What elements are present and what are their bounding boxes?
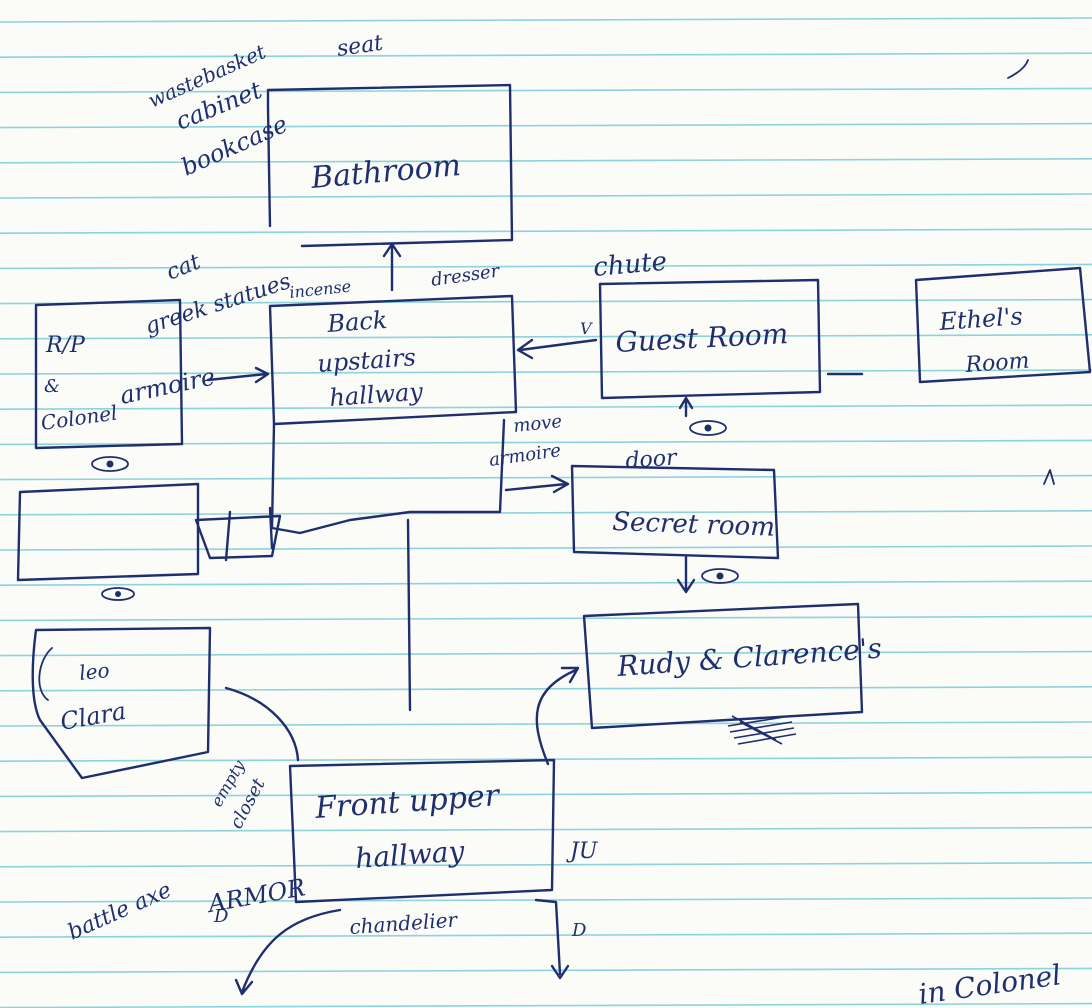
ruled-line — [0, 580, 1092, 587]
note-chandelier: chandelier — [349, 907, 460, 939]
eye-icon — [91, 456, 129, 472]
rp-colonel-label-line2: & — [44, 376, 60, 397]
back-hallway-label-line2: upstairs — [316, 343, 416, 378]
ruled-line — [0, 509, 1092, 516]
arrow-guest-to-back — [516, 338, 598, 360]
front-hallway-box — [288, 758, 556, 904]
ruled-lines — [0, 17, 1092, 1008]
ruled-line — [0, 861, 1092, 868]
bathroom-label: Bathroom — [309, 148, 463, 196]
note-d-right: D — [571, 920, 587, 941]
unlabeled-room-box — [16, 482, 200, 582]
leo-clara-label-line2: Clara — [58, 697, 128, 736]
ruled-line — [0, 87, 1092, 94]
connectors — [194, 242, 864, 996]
margin-mark — [1007, 59, 1029, 79]
ruled-line — [0, 158, 1092, 164]
ruled-line — [0, 228, 1092, 234]
rp-colonel-label-line3: Colonel — [39, 400, 118, 434]
hallway-extension-box — [270, 418, 506, 535]
note-incense: incense — [288, 277, 351, 302]
note-door: door — [625, 445, 679, 474]
ruled-line — [0, 333, 1092, 340]
ethels-room-label-line1: Ethel's — [937, 302, 1023, 336]
ruled-line — [0, 932, 1092, 939]
ruled-line — [0, 52, 1092, 58]
ruled-line — [0, 122, 1092, 129]
front-to-rudy-arrow — [535, 666, 580, 766]
note-armoire: armoire — [117, 362, 217, 409]
central-corridor-line — [406, 518, 412, 712]
note-chute: chute — [592, 247, 668, 283]
secret-room-label: Secret room — [612, 507, 776, 543]
ruled-line — [0, 826, 1092, 833]
ruled-line — [0, 685, 1092, 692]
back-hallway-label-line3: hallway — [328, 377, 424, 411]
ruled-line — [0, 193, 1092, 199]
secret-room-box — [570, 464, 780, 560]
note-d-left: D — [213, 906, 229, 927]
scribbled-out-word — [727, 715, 797, 745]
arrow-down-left — [234, 908, 342, 996]
eye-icon — [701, 568, 739, 584]
note-seat: seat — [335, 31, 384, 62]
ruled-line — [0, 615, 1092, 622]
ruled-line — [0, 967, 1092, 974]
rudy-clarence-label: Rudy & Clarence's — [615, 632, 883, 683]
guest-room-box — [598, 278, 822, 400]
arrow-secret-down — [676, 554, 696, 594]
scribbles — [38, 59, 1055, 745]
back-hallway-label-line1: Back — [325, 306, 388, 338]
note-v: V — [580, 319, 593, 338]
guest-room-label: Guest Room — [615, 317, 789, 359]
leo-clara-curl — [38, 647, 53, 701]
arrow-to-bathroom — [382, 242, 402, 292]
arrow-to-secret-room — [504, 474, 570, 494]
ethels-room-box — [914, 266, 1092, 384]
rp-colonel-box — [34, 298, 184, 450]
leo-clara-label-line1: leo — [78, 658, 111, 685]
arrow-guest-down — [678, 396, 694, 418]
note-in-colonel: in Colonel — [916, 958, 1063, 1008]
bathroom-box-side — [266, 106, 272, 228]
back-hallway-box — [268, 294, 518, 426]
ruled-line — [0, 17, 1092, 23]
ruled-line — [0, 1002, 1092, 1008]
note-battle-axe: battle axe — [64, 878, 175, 946]
arrow-rp-to-back — [206, 366, 270, 384]
eye-symbols — [91, 420, 739, 601]
note-dresser: dresser — [430, 260, 502, 291]
leo-to-front-line — [224, 686, 300, 762]
note-armoire-2: armoire — [488, 440, 562, 471]
ruled-line — [0, 545, 1092, 551]
ruled-line — [0, 650, 1092, 657]
stairs-sketch — [194, 506, 282, 562]
note-ju: JU — [566, 839, 599, 864]
rudy-clarence-box — [582, 602, 864, 730]
rp-colonel-label-line1: R/P — [45, 333, 86, 358]
note-cat: cat — [163, 249, 204, 285]
ruled-line — [0, 721, 1092, 727]
eye-icon — [689, 420, 727, 436]
ruled-line — [0, 404, 1092, 411]
front-hallway-label-line2: hallway — [354, 834, 466, 875]
leo-clara-box — [31, 626, 212, 780]
ethels-room-label-line2: Room — [964, 349, 1031, 378]
eye-icon — [101, 587, 135, 601]
note-move: move — [512, 411, 563, 437]
ruled-line — [0, 791, 1092, 798]
ruled-line — [0, 263, 1092, 270]
ruled-line — [0, 474, 1092, 481]
ruled-line — [0, 298, 1092, 305]
front-hallway-label-line1: Front upper — [313, 778, 502, 826]
bathroom-box — [266, 83, 514, 248]
room-boxes — [16, 83, 1092, 904]
caret-mark — [1043, 469, 1055, 485]
arrow-down-right — [534, 898, 570, 980]
